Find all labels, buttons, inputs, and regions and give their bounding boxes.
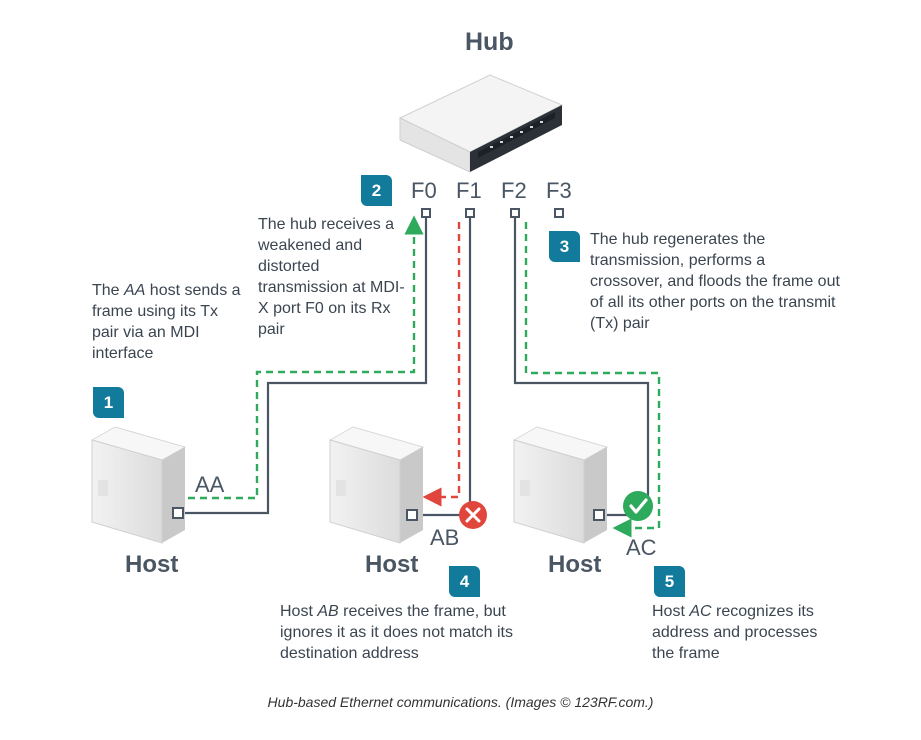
step-text-2: The hub receives a weakened and distorte… [258, 216, 405, 338]
step-text-4: Host AB receives the frame, but ignores … [280, 603, 513, 662]
host-tower-icon [512, 426, 609, 544]
host-label-ac: Host [548, 551, 602, 578]
port-label-f1: F1 [456, 178, 482, 203]
step-badge-4: 4 [449, 566, 480, 597]
port-label-f0: F0 [411, 178, 437, 203]
step-badge-5: 5 [654, 566, 685, 597]
host-address-ab: AB [430, 525, 460, 550]
host-label-aa: Host [125, 551, 179, 578]
hub-device-icon [398, 74, 564, 173]
port-label-f3: F3 [546, 178, 572, 203]
hub-port-f0 [421, 208, 431, 218]
hub-title: Hub [465, 28, 514, 56]
step-badge-1: 1 [93, 387, 124, 418]
hub-port-f2 [510, 208, 520, 218]
cable-ab [415, 217, 472, 517]
port-label-f2: F2 [501, 178, 527, 203]
step-badge-2: 2 [361, 175, 392, 206]
figure-caption: Hub-based Ethernet communications. (Imag… [267, 694, 654, 710]
host-tower-icon [328, 426, 425, 544]
flood-path-to-ab [422, 222, 461, 507]
host-address-aa: AA [195, 472, 225, 497]
step-text-1: The AA host sends a frame using its Tx p… [92, 282, 241, 362]
flood-path-to-ac [524, 222, 661, 538]
cable-aa [182, 217, 428, 515]
hub-port-f3 [554, 208, 564, 218]
step-text-5: Host AC recognizes its address and proce… [652, 603, 818, 662]
step-text-3: The hub regenerates the transmission, pe… [590, 231, 840, 332]
reject-x-icon [459, 501, 487, 529]
host-label-ab: Host [365, 551, 419, 578]
step-badge-3: 3 [549, 231, 580, 262]
accept-check-icon [623, 491, 653, 521]
hub-port-f1 [465, 208, 475, 218]
host-address-ac: AC [626, 535, 657, 560]
tx-path-aa-to-hub [188, 215, 424, 500]
host-tower-icon [90, 426, 187, 544]
